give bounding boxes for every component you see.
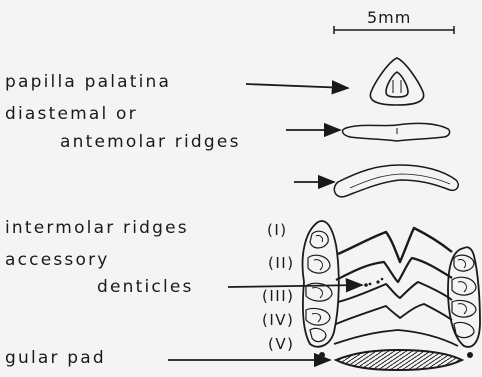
intermolar-ridge-2 [336,258,452,282]
pointer-arrows [168,84,362,360]
left-molar-row [303,221,339,347]
right-molar-row [448,247,480,347]
intermolar-ridge-5 [334,330,458,346]
scale-bar [334,26,454,34]
diastemal-ridge-shape [343,123,450,141]
intermolar-ridge-4 [336,304,452,324]
intermolar-ridge-1 [338,228,452,262]
papilla-palatina-shape [370,58,423,105]
arrow-accessory [228,285,362,287]
gular-pad-shape [319,350,473,370]
antemolar-ridge-shape [334,165,458,197]
arrow-papilla [246,84,348,88]
